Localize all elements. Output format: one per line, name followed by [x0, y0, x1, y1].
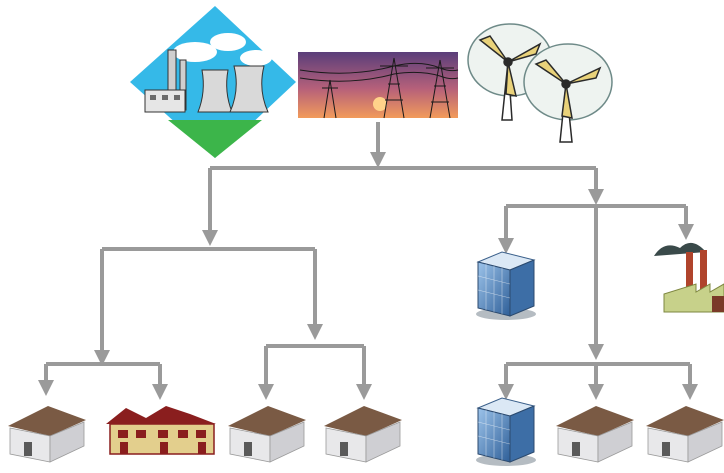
- house-icon: [8, 406, 86, 463]
- wind-turbine-icon: [467, 23, 613, 143]
- house-icon: [556, 406, 634, 463]
- office-building-icon: [476, 397, 536, 466]
- house-icon: [324, 406, 402, 463]
- office-building-icon: [476, 251, 536, 320]
- connector-lines: [38, 122, 698, 400]
- house-icon: [228, 406, 306, 463]
- apartment-building-icon: [106, 406, 216, 455]
- nuclear-power-plant-icon: [130, 6, 296, 158]
- transmission-tower-sunset-icon: [298, 52, 459, 119]
- factory-icon: [654, 242, 724, 313]
- house-icon: [646, 406, 724, 463]
